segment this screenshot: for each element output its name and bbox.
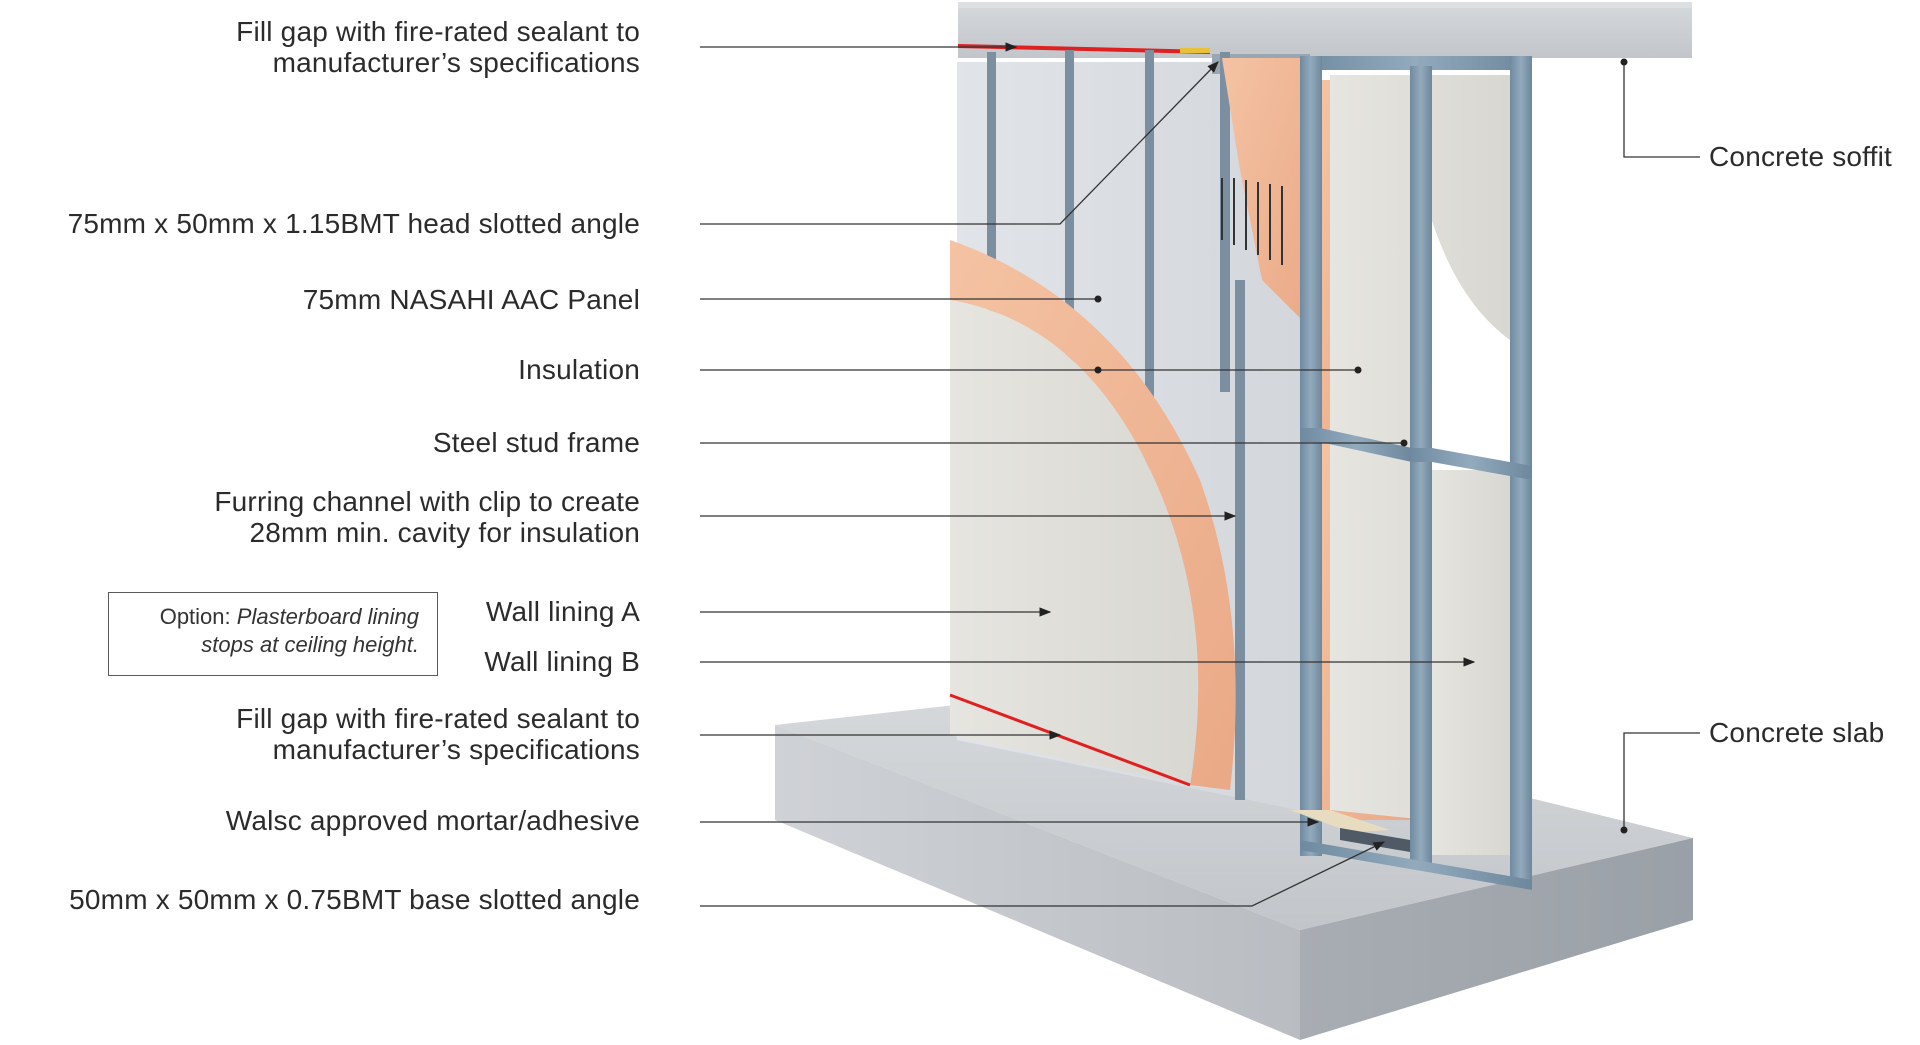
furring-channel: [1145, 50, 1154, 470]
stud-middle: [1410, 66, 1432, 866]
wall-lining-a: [950, 300, 1199, 785]
stud-bottom-track: [1300, 840, 1532, 890]
insulation-right: [1222, 58, 1312, 330]
steel-stud-frame: [1300, 56, 1532, 890]
leader-dots: [1094, 58, 1628, 834]
label-base-angle: 50mm x 50mm x 0.75BMT base slotted angle: [69, 884, 640, 915]
leader-slab: [1623, 732, 1700, 830]
label-furring-channel: Furring channel with clip to create 28mm…: [214, 486, 640, 548]
label-wall-lining-b: Wall lining B: [484, 646, 640, 677]
stud-top-track: [1300, 56, 1530, 70]
soffit-front-face: [958, 2, 1692, 58]
leader-head-angle: [700, 61, 1219, 225]
furring-channel: [1235, 280, 1245, 800]
top-sealant-yellow: [1180, 48, 1210, 53]
option-note-line-1: Option: Plasterboard lining: [109, 603, 419, 631]
label-line: manufacturer’s specifications: [272, 47, 640, 78]
base-slotted-angle: [1340, 828, 1410, 852]
option-note-text: Plasterboard lining: [236, 604, 419, 629]
slab-front-face: [775, 725, 1300, 1040]
leader-base-angle: [700, 841, 1386, 907]
stud-noggin: [1300, 428, 1412, 462]
furring-channel: [1220, 52, 1230, 392]
label-line: Fill gap with fire-rated sealant to: [236, 703, 640, 734]
furring-channel: [987, 52, 996, 314]
slab-side-face: [1300, 838, 1693, 1040]
label-stud-frame: Steel stud frame: [432, 427, 640, 458]
leader-lines: [700, 42, 1700, 907]
label-fire-sealant-top: Fill gap with fire-rated sealant to manu…: [236, 16, 640, 78]
concrete-soffit: [958, 2, 1692, 58]
label-concrete-slab: Concrete slab: [1709, 717, 1885, 748]
label-mortar: Walsc approved mortar/adhesive: [225, 805, 640, 836]
insulation-left: [950, 240, 1236, 790]
option-note-line-2: stops at ceiling height.: [201, 632, 419, 657]
option-note-prefix: Option:: [159, 604, 231, 629]
label-insulation: Insulation: [518, 354, 640, 385]
label-fire-sealant-bottom: Fill gap with fire-rated sealant to manu…: [236, 703, 640, 765]
label-line: manufacturer’s specifications: [272, 734, 640, 765]
label-line: Furring channel with clip to create: [214, 486, 640, 517]
label-wall-lining-a: Wall lining A: [485, 596, 640, 627]
leader-soffit: [1623, 62, 1700, 158]
label-line: 28mm min. cavity for insulation: [249, 517, 640, 548]
option-note-box: Option: Plasterboard lining stops at cei…: [108, 592, 438, 676]
label-head-angle: 75mm x 50mm x 1.15BMT head slotted angle: [67, 208, 640, 239]
insulation-pins: [1221, 178, 1283, 265]
stud-left: [1300, 56, 1322, 856]
label-aac-panel: 75mm NASAHI AAC Panel: [302, 284, 640, 315]
label-concrete-soffit: Concrete soffit: [1709, 141, 1893, 172]
stud-noggin-right: [1410, 448, 1532, 480]
label-line: Fill gap with fire-rated sealant to: [236, 16, 640, 47]
mortar-bed: [1290, 810, 1390, 832]
bottom-sealant-strip: [949, 693, 1191, 787]
soffit-top-strip: [958, 2, 1692, 8]
